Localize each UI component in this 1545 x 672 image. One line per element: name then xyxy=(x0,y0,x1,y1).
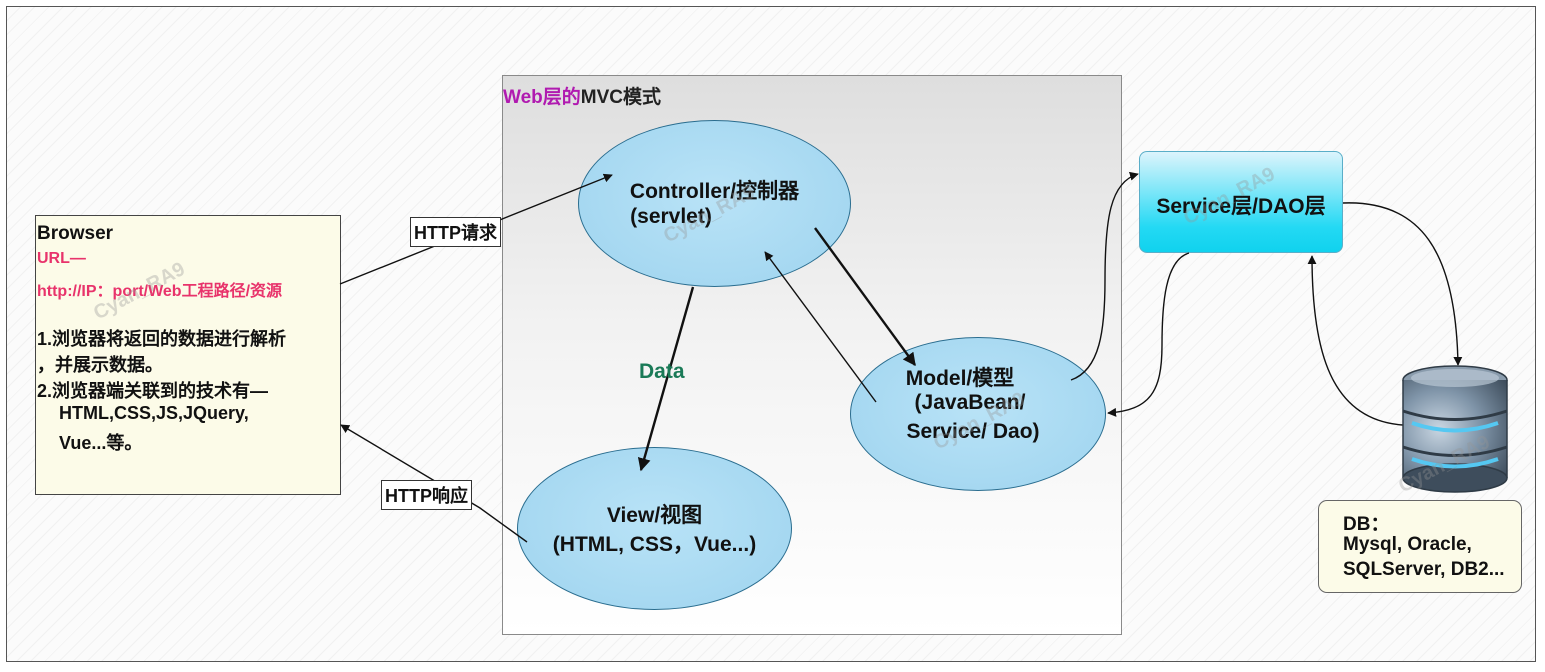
http-request-label: HTTP请求 xyxy=(410,217,501,247)
browser-box xyxy=(35,215,341,495)
view-line-2: (HTML, CSS，Vue...) xyxy=(552,533,757,556)
db-line-1: DB： xyxy=(1343,514,1390,535)
db-line-3: SQLServer, DB2... xyxy=(1343,559,1505,580)
browser-url-value: http://IP：port/Web工程路径/资源 xyxy=(37,283,283,300)
db-to-service-arrow xyxy=(1307,255,1404,426)
controller-to-model-arrow xyxy=(814,227,916,367)
service-to-db-arrow xyxy=(1342,202,1463,366)
db-box xyxy=(1318,500,1522,593)
http-response-arrow xyxy=(340,424,528,543)
model-line-2: (JavaBean/ xyxy=(914,391,1026,414)
view-node xyxy=(517,447,792,610)
browser-line-1: 1.浏览器将返回的数据进行解析 xyxy=(37,329,287,349)
browser-line-4: HTML,CSS,JS,JQuery, xyxy=(59,403,249,423)
controller-line-2: (servlet) xyxy=(630,205,712,228)
service-to-model-arrow xyxy=(1107,252,1190,417)
model-node xyxy=(850,337,1106,491)
http-response-label: HTTP响应 xyxy=(381,480,472,510)
service-dao-box xyxy=(1139,151,1343,253)
browser-url-label: URL— xyxy=(37,250,86,267)
controller-to-view-arrow xyxy=(637,286,695,472)
database-cylinder-icon xyxy=(1402,365,1508,493)
controller-node xyxy=(578,120,851,287)
view-line-1: View/视图 xyxy=(606,504,703,527)
browser-title: Browser xyxy=(37,223,114,244)
panel-title-accent: Web层的 xyxy=(503,87,581,108)
panel-title-rest: MVC模式 xyxy=(580,87,661,108)
model-line-3: Service/ Dao) xyxy=(906,420,1040,443)
panel-title: Web层的MVC模式 xyxy=(503,82,661,109)
model-to-controller-arrow xyxy=(764,251,877,403)
data-label: Data xyxy=(639,360,685,383)
model-line-1: Model/模型 xyxy=(905,367,1015,390)
service-dao-label: Service层/DAO层 xyxy=(1156,195,1326,218)
browser-line-5: Vue...等。 xyxy=(59,433,143,453)
controller-line-1: Controller/控制器 xyxy=(629,180,800,203)
db-line-2: Mysql, Oracle, xyxy=(1343,534,1472,555)
model-to-service-arrow xyxy=(1070,171,1139,381)
browser-line-2: ，并展示数据。 xyxy=(37,355,163,375)
browser-line-3: 2.浏览器端关联到的技术有— xyxy=(37,381,269,401)
